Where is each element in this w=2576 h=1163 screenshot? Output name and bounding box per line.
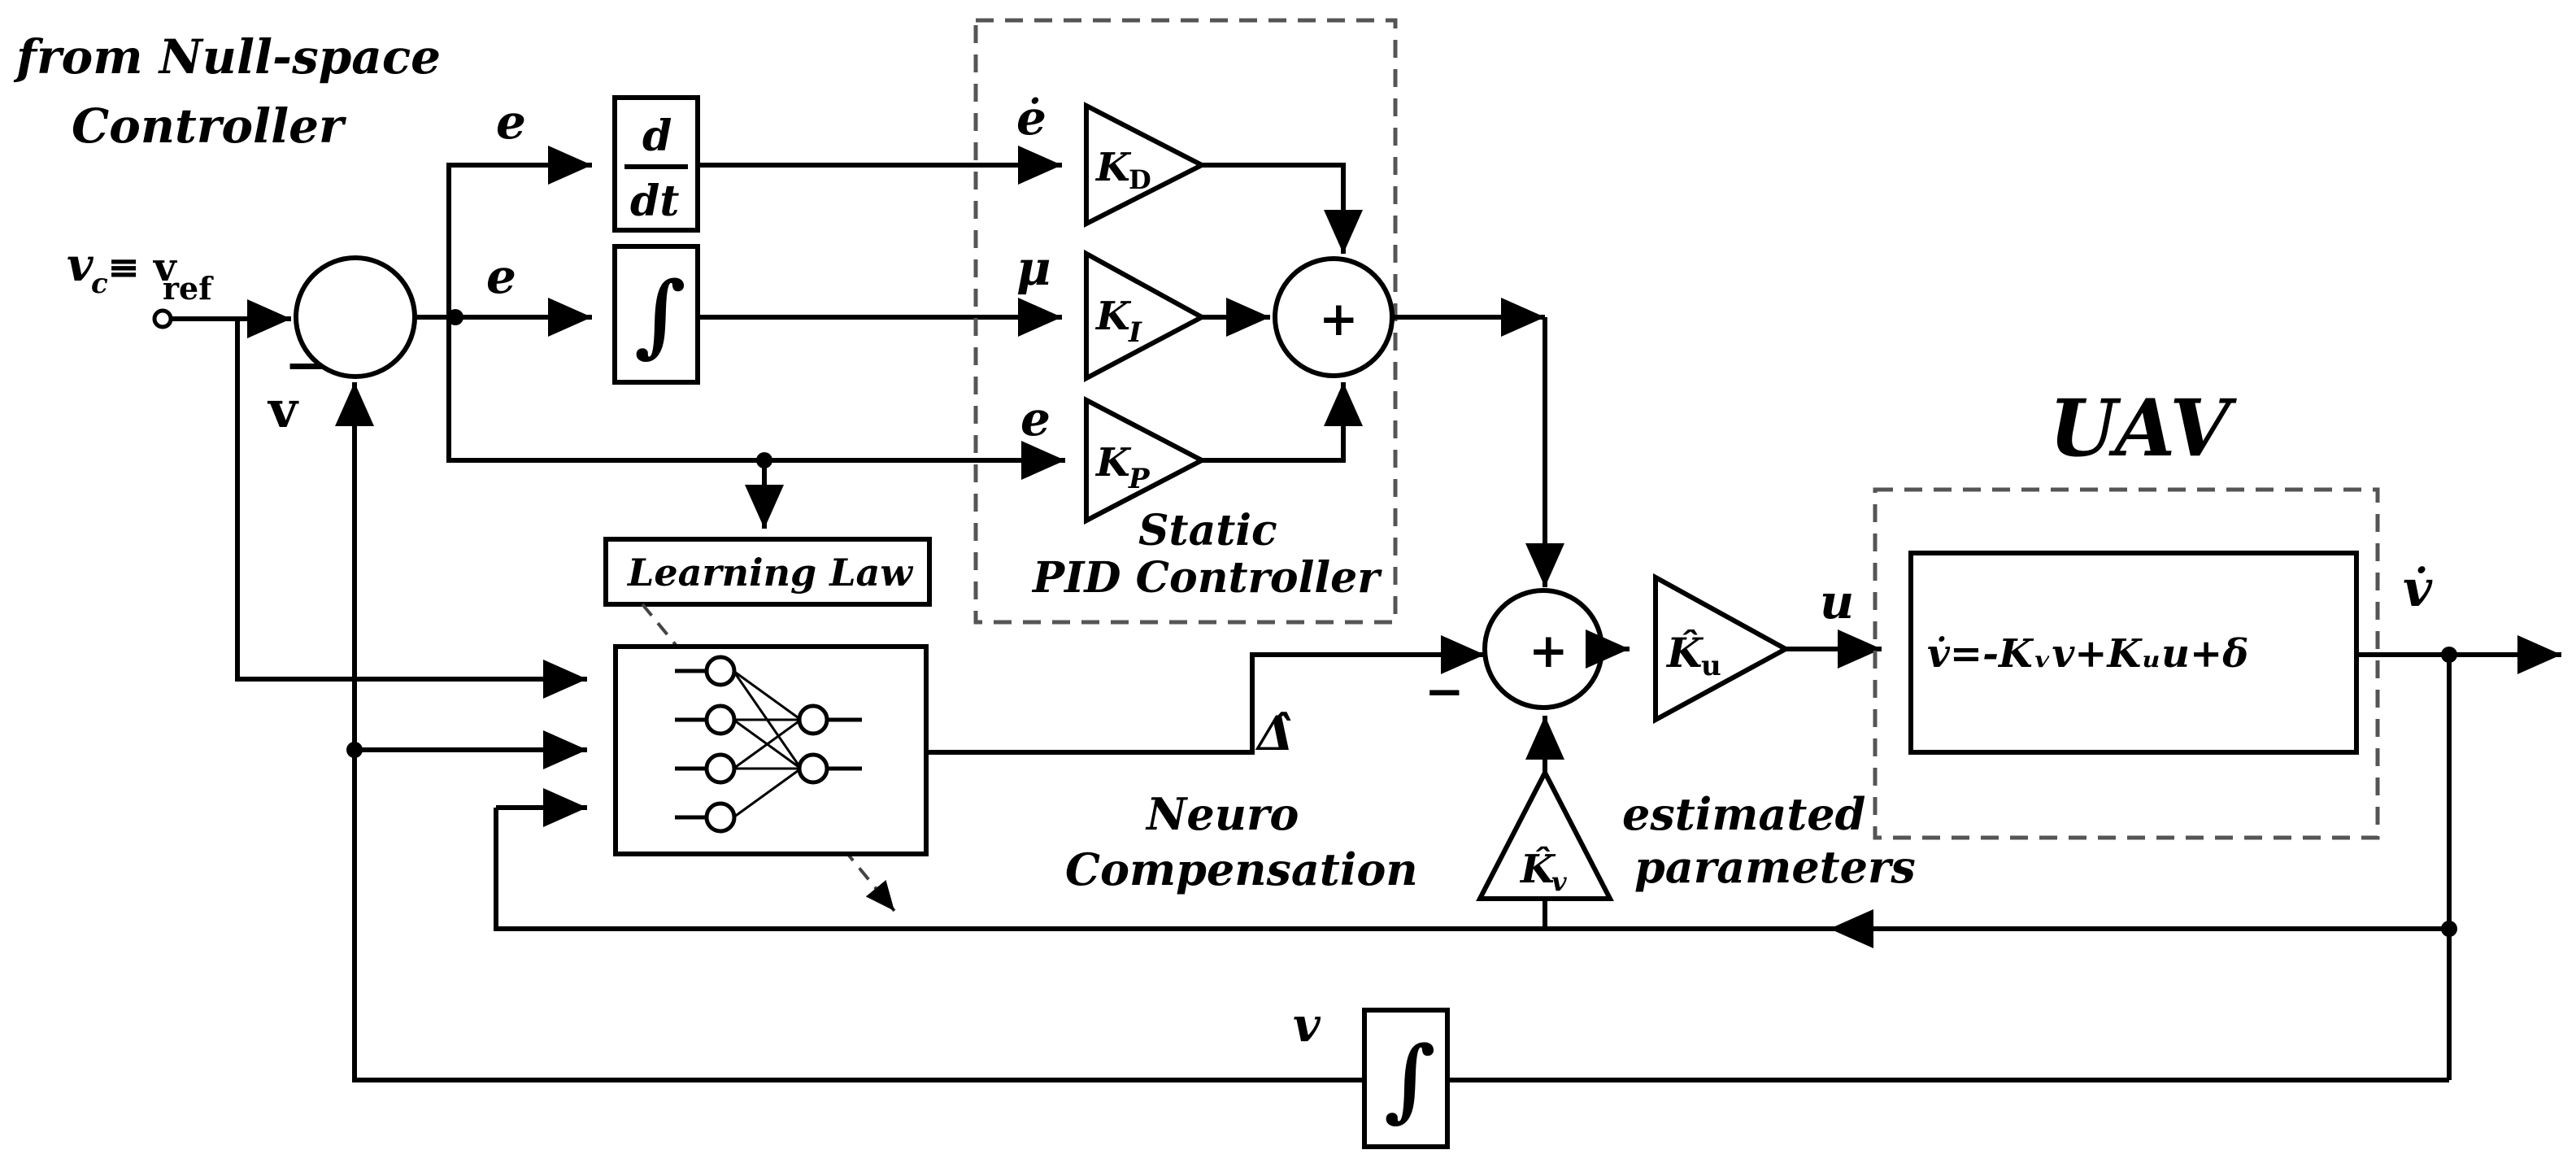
edot-label: ė [1016,90,1046,146]
pid-sum-plus: + [1319,291,1359,346]
wire-kp-to-sum [1202,382,1363,463]
gain-ki: K I [1084,249,1208,382]
e-label-low: e [1020,391,1051,446]
wire-v-feedback [335,382,1364,1082]
sum2-minus: − [1425,664,1464,719]
uav-title: UAV [2049,382,2237,474]
svg-text:u: u [1701,650,1721,682]
wire-vdot-feedback [494,808,2449,931]
svg-text:K̂: K̂ [1519,845,1556,892]
estimated-label-line2: parameters [1634,841,1916,893]
pid-title-line1: Static [1138,506,1277,555]
wire-nn-out [926,652,1456,755]
bottom-integral-block [1362,1008,1450,1149]
input-label: v c ≡ v ref [67,238,214,307]
gain-kv-hat: K̂ v [1476,767,1614,901]
pid-title-line2: PID Controller [1031,553,1382,603]
svg-text:K: K [1094,440,1132,486]
svg-text:c: c [91,268,108,300]
wire-input-to-nn [235,319,587,699]
gain-kd: K D [1084,102,1208,228]
integral-block [612,244,700,385]
wire-error-to-kp [446,317,1065,480]
neural-network-icon [675,655,862,834]
e-label-top: e [496,94,526,150]
neural-network-block [613,644,929,856]
svg-text:v: v [1551,866,1567,897]
svg-text:≡ v: ≡ v [107,245,178,290]
e-label-mid: e [486,249,516,304]
v-bottom-label: v [1293,997,1321,1052]
svg-text:K̂: K̂ [1665,629,1704,677]
svg-text:D: D [1129,164,1151,195]
feedback-v-label: v [267,380,299,439]
plant-equation: v̇=-Kᵥv+Kᵤu+δ [1927,631,2248,677]
svg-text:I: I [1128,316,1142,349]
bottom-integral-symbol: ∫ [1384,1026,1436,1131]
input-terminal [152,308,173,329]
delta-hat-label: Δ̂ [1255,706,1294,761]
wire-kd-to-sum [1202,163,1363,254]
pid-controller-box [973,18,1398,625]
learning-law-block [603,537,932,607]
sum2-plus: + [1529,623,1569,678]
neuro-label-line2: Compensation [1065,843,1418,895]
derivative-block [612,95,700,233]
learning-law-label: Learning Law [626,551,913,595]
vdot-output-label: v̇ [2403,559,2433,618]
neuro-label-line1: Neuro [1145,788,1299,840]
estimated-label-line1: estimated [1622,788,1865,840]
svg-text:K: K [1094,294,1132,339]
gain-ku-hat: K̂ u [1653,573,1791,725]
deriv-denominator: dt [630,176,679,226]
source-label-line2: Controller [72,98,347,154]
u-label: u [1820,574,1854,629]
integral-symbol: ∫ [634,262,686,367]
minus-sign: − [285,335,327,394]
svg-text:ref: ref [163,270,214,307]
wire-error-to-derivative [446,146,592,317]
gain-kp: K P [1084,396,1208,525]
deriv-numerator: d [642,111,672,161]
svg-text:K: K [1094,145,1132,190]
svg-text:P: P [1128,463,1151,495]
svg-text:v: v [67,238,94,292]
uav-box [1873,487,2380,840]
mu-label: μ [1016,241,1051,296]
source-label-line1: from Null-space [13,29,441,85]
